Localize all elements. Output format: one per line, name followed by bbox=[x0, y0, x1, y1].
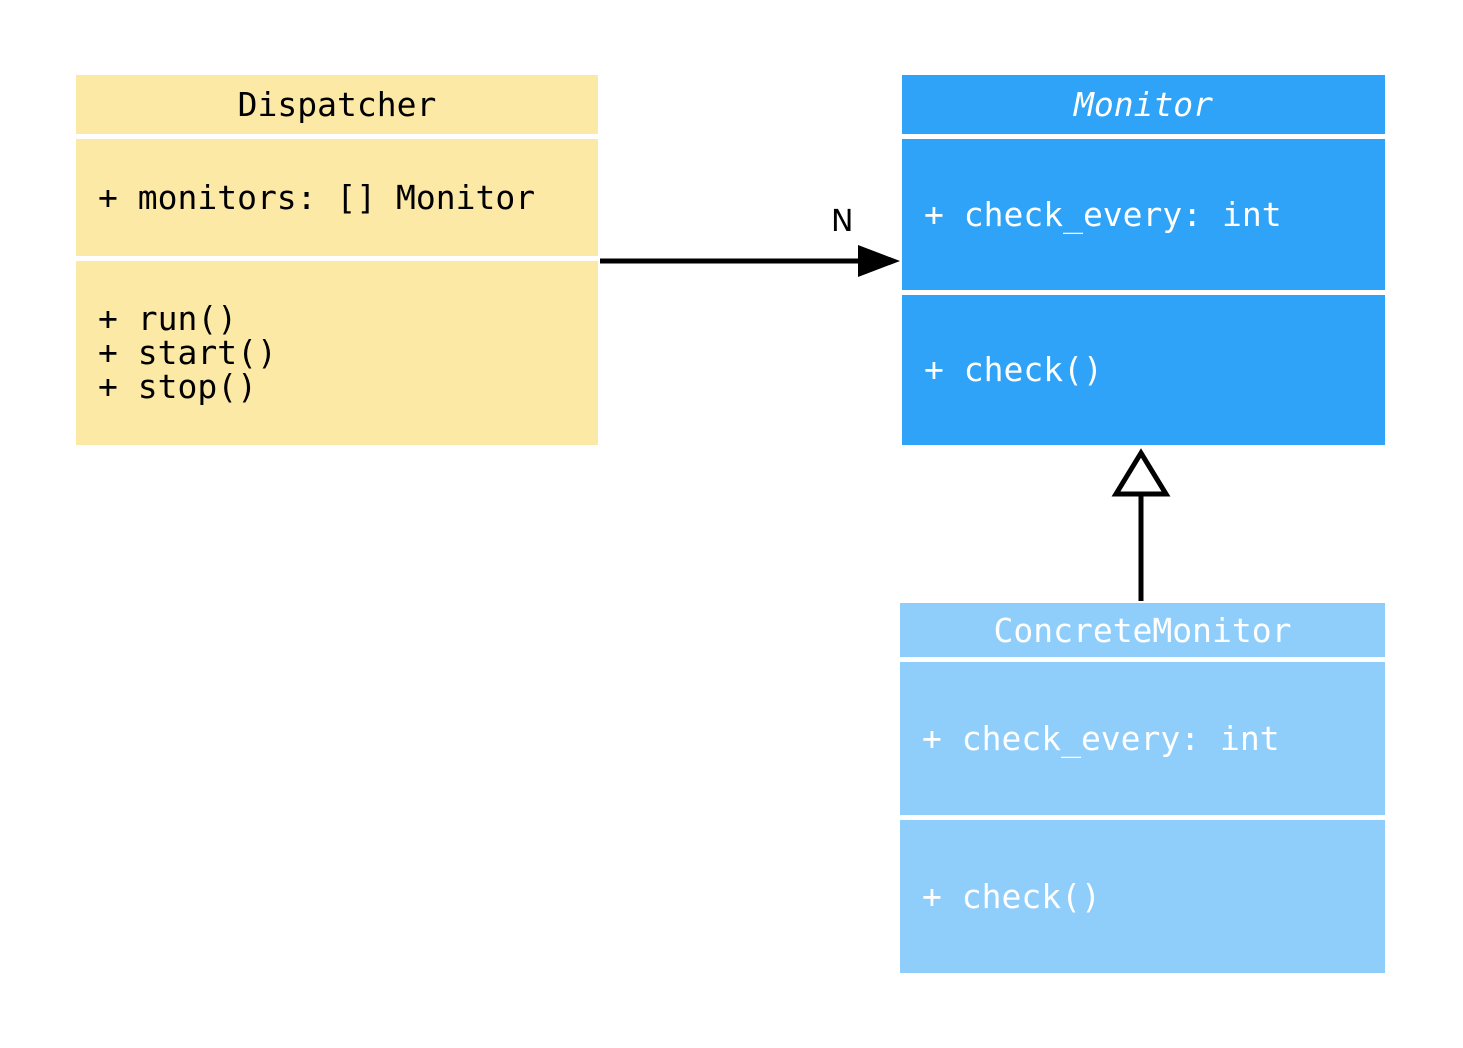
class-header-dispatcher: Dispatcher bbox=[76, 75, 598, 134]
class-methods-monitor: + check() bbox=[902, 295, 1385, 445]
method-line: + run() bbox=[98, 299, 238, 338]
class-attributes-concrete-monitor: + check_every: int bbox=[900, 662, 1385, 815]
class-box-concrete-monitor: ConcreteMonitor + check_every: int + che… bbox=[900, 603, 1385, 973]
inheritance-arrow-icon bbox=[1111, 448, 1171, 601]
class-title-dispatcher: Dispatcher bbox=[237, 85, 437, 124]
class-header-concrete-monitor: ConcreteMonitor bbox=[900, 603, 1385, 657]
class-box-monitor: Monitor + check_every: int + check() bbox=[902, 75, 1385, 445]
class-title-concrete-monitor: ConcreteMonitor bbox=[993, 610, 1292, 650]
association-multiplicity-label: N bbox=[831, 204, 854, 239]
class-attributes-monitor: + check_every: int bbox=[902, 139, 1385, 290]
method-line: + stop() bbox=[98, 367, 257, 406]
association-arrow-icon bbox=[600, 245, 900, 277]
class-box-dispatcher: Dispatcher + monitors: [] Monitor + run(… bbox=[76, 75, 598, 445]
attribute-line: + check_every: int bbox=[924, 194, 1282, 234]
class-methods-dispatcher: + run() + start() + stop() bbox=[76, 261, 598, 445]
class-methods-concrete-monitor: + check() bbox=[900, 820, 1385, 973]
attribute-line: + monitors: [] Monitor bbox=[98, 177, 536, 217]
class-title-monitor: Monitor bbox=[1073, 85, 1214, 124]
attribute-line: + check_every: int bbox=[922, 718, 1280, 758]
method-line: + check() bbox=[922, 876, 1101, 916]
method-line: + start() bbox=[98, 333, 277, 372]
class-header-monitor: Monitor bbox=[902, 75, 1385, 134]
class-attributes-dispatcher: + monitors: [] Monitor bbox=[76, 139, 598, 256]
method-line: + check() bbox=[924, 350, 1103, 389]
